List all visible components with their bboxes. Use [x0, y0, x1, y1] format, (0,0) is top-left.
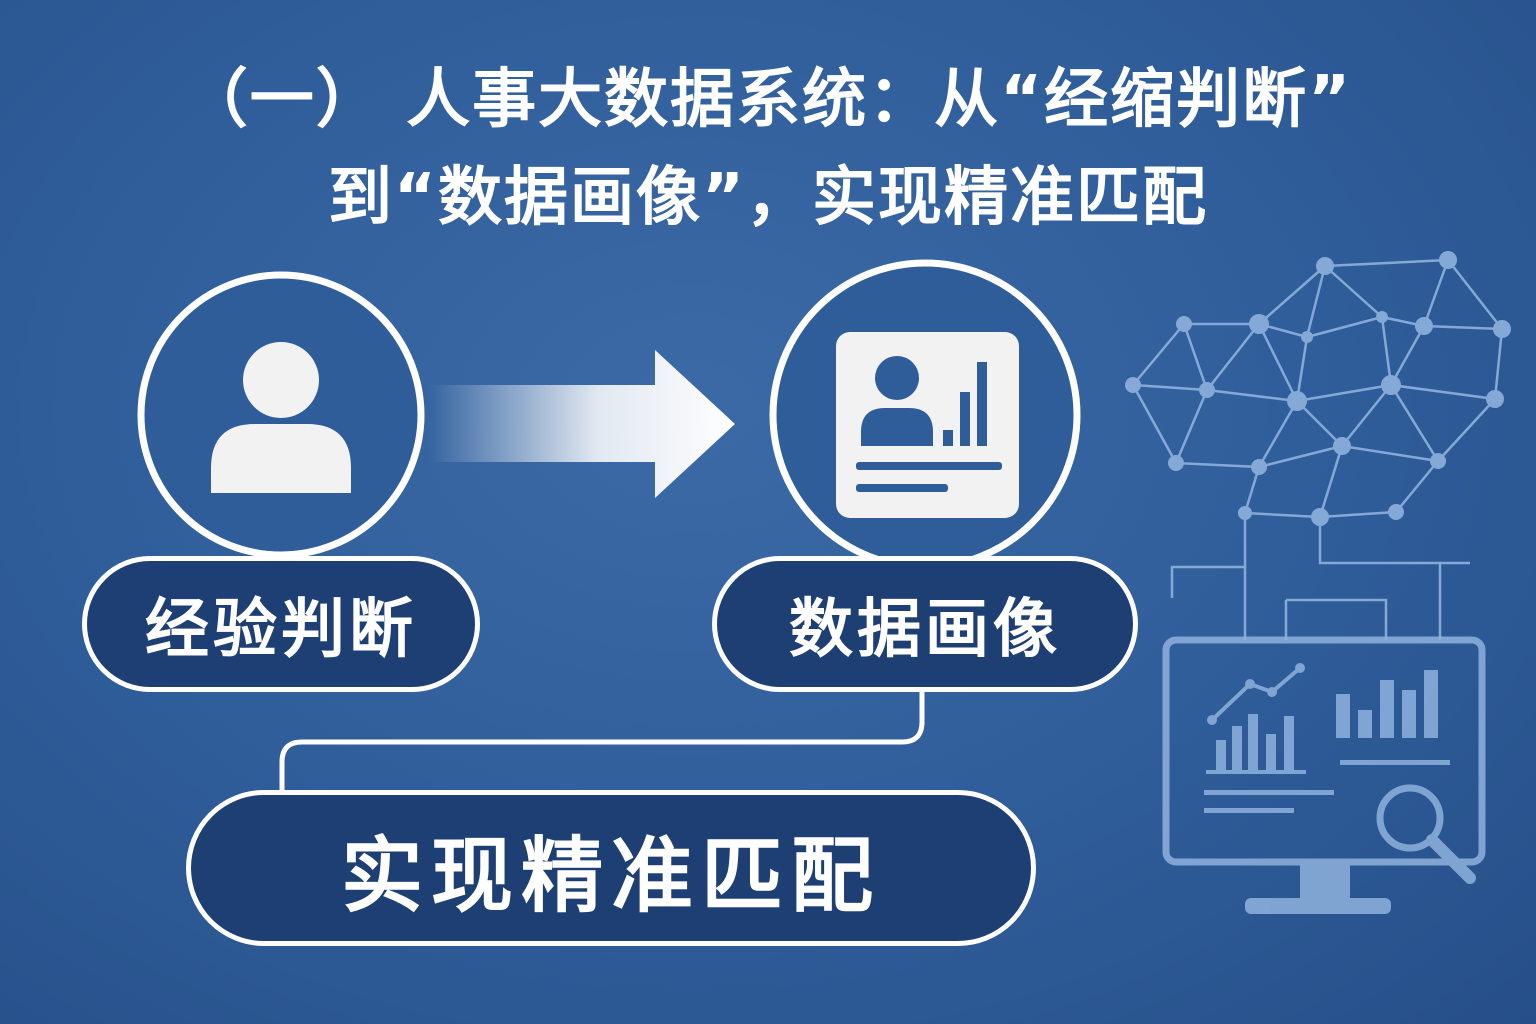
experience-circle [137, 271, 425, 559]
flow-connector [279, 690, 925, 796]
data-profile-label: 数据画像 [712, 556, 1138, 692]
data-profile-circle [769, 259, 1081, 571]
person-icon [211, 342, 351, 493]
arrow-right-icon [430, 350, 735, 498]
page-title-line-2: 到“数据画像”，实现精准匹配 [327, 161, 1209, 235]
analytics-monitor-icon [1162, 636, 1486, 914]
experience-judgment-text: 经验判断 [145, 593, 417, 667]
profile-card-icon [836, 332, 1019, 518]
precise-matching-text: 实现精准匹配 [340, 828, 881, 924]
data-profile-text: 数据画像 [789, 593, 1061, 667]
magnifier-icon [1376, 784, 1476, 884]
precise-matching-label: 实现精准匹配 [186, 790, 1036, 946]
experience-judgment-label: 经验判断 [82, 556, 480, 692]
network-graph-icon [1125, 251, 1511, 640]
page-title-line-1: （一） 人事大数据系统：从“经缩判断” [183, 63, 1353, 137]
